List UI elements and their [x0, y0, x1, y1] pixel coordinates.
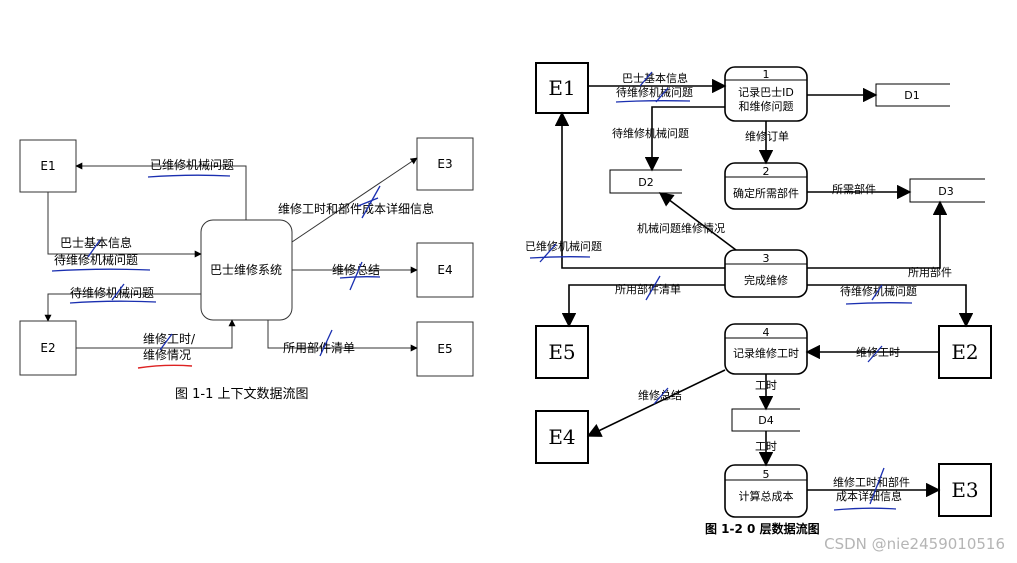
- right-flow-p3-e1: [554, 111, 725, 269]
- right-flow-label-p1-p2: 维修订单: [745, 129, 789, 143]
- right-process-2-number: 2: [763, 165, 770, 178]
- right-process-4-number: 4: [763, 326, 770, 339]
- left-e5-label: E5: [437, 342, 452, 356]
- left-e4-label: E4: [437, 263, 452, 277]
- left-flow-label-e2-in-1: 维修工时/: [143, 331, 196, 346]
- right-flow-label-d4-p5: 工时: [755, 440, 777, 453]
- context-diagram-text: E1 E2 E3 E4 E5 巴士维修系统 已维修机械问题 巴士基本信息 待维修…: [40, 157, 452, 402]
- right-caption: 图 1-2 0 层数据流图: [705, 521, 820, 536]
- right-flow-p3-d3: [807, 200, 948, 269]
- right-flow-label-p4-d4: 工时: [755, 379, 777, 392]
- left-flow-label-e1-in-2: 待维修机械问题: [54, 252, 138, 267]
- right-process-1-number: 1: [763, 68, 770, 81]
- right-flow-label-p3-d2: 机械问题维修情况: [637, 221, 725, 235]
- left-flow-label-e2-in-2: 维修情况: [143, 347, 191, 362]
- left-e2-label: E2: [40, 341, 55, 355]
- right-store-d2-label: D2: [638, 176, 653, 189]
- right-flow-label-p2-d3: 所需部件: [832, 182, 876, 196]
- right-process-5-line1: 计算总成本: [739, 489, 794, 503]
- left-system-label: 巴士维修系统: [210, 262, 282, 277]
- left-flow-label-to-e2: 待维修机械问题: [70, 285, 154, 300]
- right-process-1-line2: 和维修问题: [739, 99, 794, 113]
- left-flow-label-to-e5: 所用部件清单: [283, 340, 355, 355]
- left-flow-label-e1-out: 已维修机械问题: [150, 157, 234, 172]
- right-process-1-line1: 记录巴士ID: [738, 86, 794, 99]
- right-flow-p3-d2: [658, 192, 737, 251]
- right-store-d1-label: D1: [904, 89, 919, 102]
- left-flow-system-to-e1: [75, 162, 247, 220]
- right-e3-label: E3: [951, 478, 978, 502]
- right-flow-label-p5-e3-2: 成本详细信息: [836, 489, 902, 503]
- right-e1-label: E1: [548, 76, 575, 100]
- right-flow-label-p4-e4: 维修总结: [638, 388, 682, 402]
- right-flow-label-e2-p4: 维修工时: [856, 345, 900, 359]
- left-caption: 图 1-1 上下文数据流图: [175, 387, 309, 402]
- watermark: CSDN @nie2459010516: [824, 535, 1005, 553]
- left-flow-e1-to-system: [47, 192, 202, 258]
- left-flow-system-to-e3: [291, 157, 418, 243]
- right-flow-label-p3-e5: 所用部件清单: [615, 282, 681, 296]
- right-process-5-number: 5: [763, 468, 770, 481]
- left-e3-label: E3: [437, 157, 452, 171]
- level-zero-diagram: [535, 62, 992, 518]
- right-handwritten-marks: [529, 71, 913, 511]
- left-flow-system-to-e2: [44, 293, 201, 322]
- right-store-d4-label: D4: [758, 414, 773, 427]
- right-flow-p4-e4: [586, 369, 726, 437]
- right-e2-label: E2: [951, 340, 978, 364]
- left-handwritten-marks: [51, 174, 381, 357]
- right-flow-label-p1-d2: 待维修机械问题: [612, 126, 689, 140]
- right-flow-e2-p3: [807, 284, 974, 328]
- right-flow-p1-d2: [644, 106, 725, 172]
- left-e1-label: E1: [40, 159, 55, 173]
- left-flow-label-to-e3: 维修工时和部件成本详细信息: [278, 201, 434, 216]
- right-entity-e4: [535, 410, 589, 464]
- right-process-4-line1: 记录维修工时: [733, 346, 799, 360]
- right-process-3-line1: 完成维修: [744, 273, 788, 287]
- right-e4-label: E4: [548, 425, 575, 449]
- left-flow-e2-to-system: [76, 319, 236, 349]
- left-flow-system-to-e5: [267, 320, 418, 352]
- right-flow-label-p5-e3-1: 维修工时和部件: [833, 475, 910, 489]
- right-process-3: [724, 249, 808, 298]
- left-flow-label-e1-in-1: 巴士基本信息: [60, 235, 132, 250]
- right-store-d3-label: D3: [938, 185, 953, 198]
- right-e5-label: E5: [548, 340, 575, 364]
- right-flow-label-p3-d3: 所用部件: [908, 265, 952, 279]
- right-process-2-line1: 确定所需部件: [733, 186, 799, 200]
- left-flow-label-to-e4: 维修总结: [332, 262, 380, 277]
- right-flow-label-p3-e1: 已维修机械问题: [525, 239, 602, 253]
- right-flow-label-e1-p1-2: 待维修机械问题: [616, 85, 693, 99]
- left-red-mark: [137, 364, 193, 369]
- context-diagram: [19, 137, 474, 377]
- right-flow-label-e1-p1-1: 巴士基本信息: [622, 71, 688, 85]
- right-flow-p3-e5: [561, 284, 725, 328]
- right-process-3-number: 3: [763, 252, 770, 265]
